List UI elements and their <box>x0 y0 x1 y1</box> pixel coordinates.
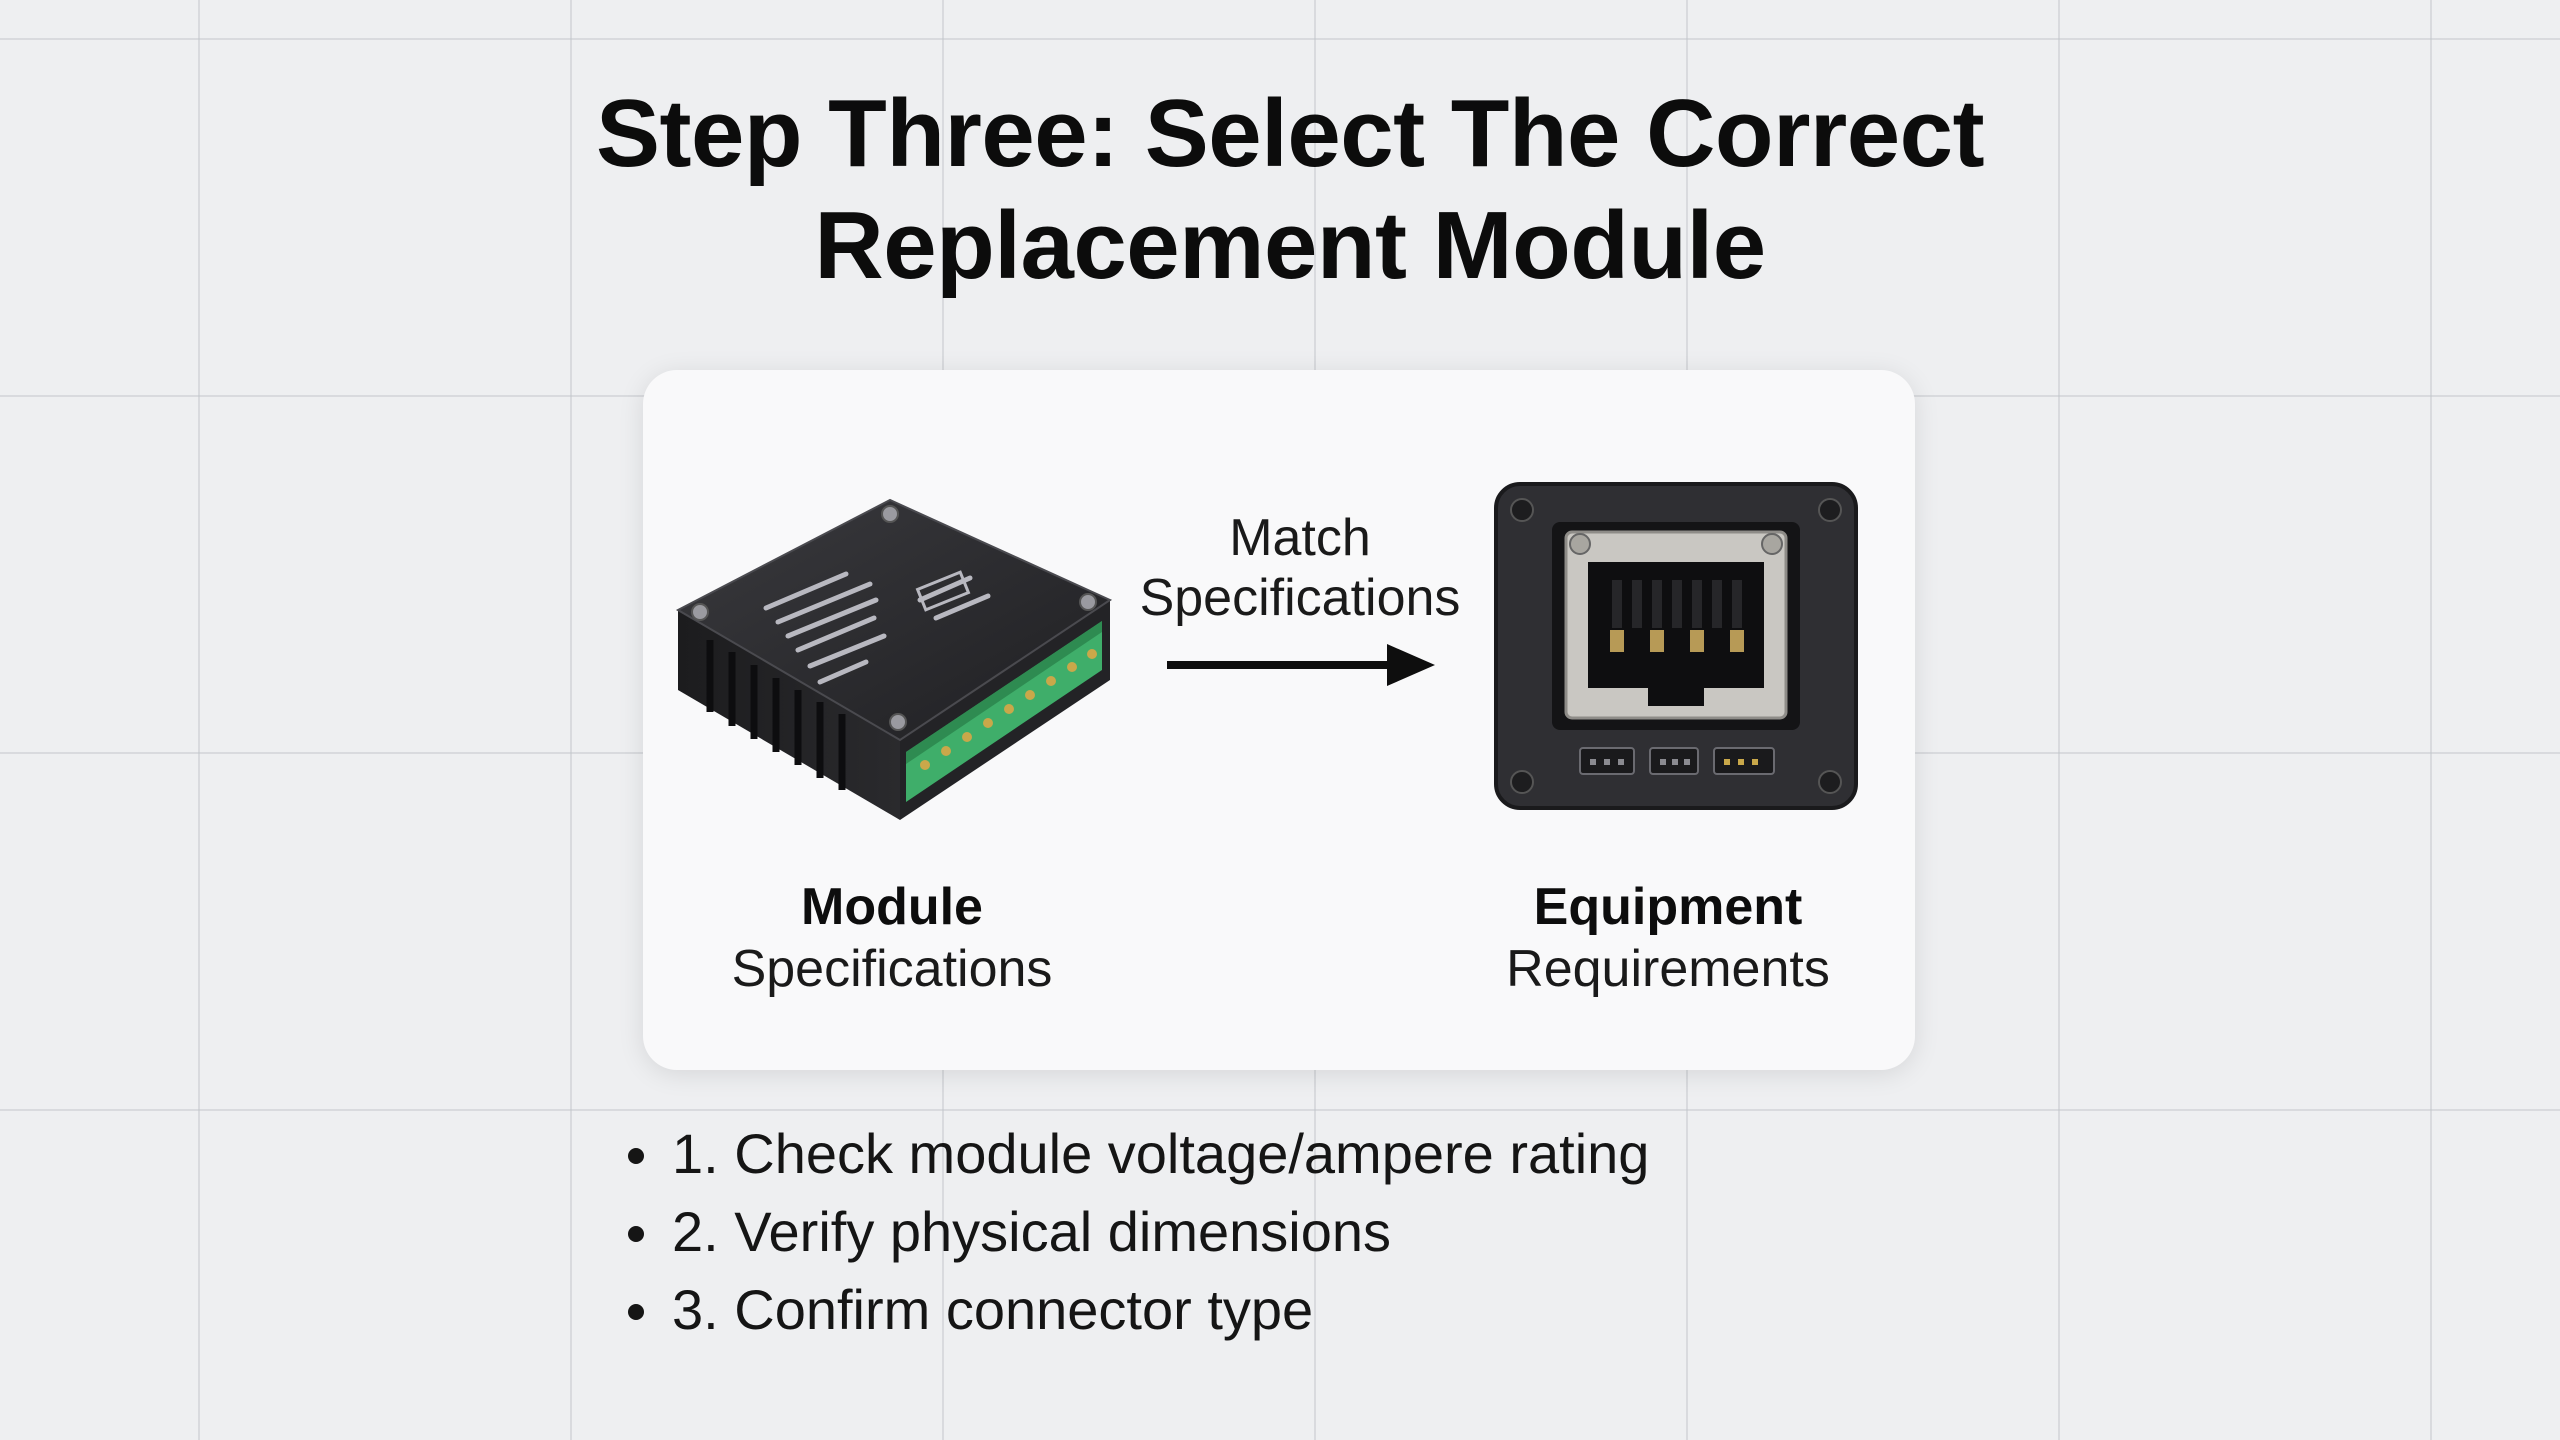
module-caption-regular: Specifications <box>731 940 1053 998</box>
list-item: 2. Verify physical dimensions <box>622 1193 1649 1271</box>
match-line-2: Specifications <box>1139 569 1461 627</box>
list-item: 3. Confirm connector type <box>622 1271 1649 1349</box>
equipment-requirements-caption: Equipment Requirements <box>1408 876 1928 1000</box>
arrow-right-icon <box>1167 644 1435 686</box>
bullet-icon <box>628 1148 644 1164</box>
power-module-icon <box>675 498 1113 820</box>
equipment-caption-regular: Requirements <box>1506 940 1830 998</box>
checklist-item-text: 1. Check module voltage/ampere rating <box>672 1122 1650 1185</box>
title-line-1: Step Three: Select The Correct <box>595 80 1985 187</box>
page-title: Step Three: Select The Correct Replaceme… <box>380 78 2200 302</box>
bullet-icon <box>628 1304 644 1320</box>
equipment-caption-bold: Equipment <box>1533 878 1803 936</box>
bullet-icon <box>628 1226 644 1242</box>
list-item: 1. Check module voltage/ampere rating <box>622 1115 1649 1193</box>
checklist-item-text: 2. Verify physical dimensions <box>672 1200 1392 1263</box>
module-caption-bold: Module <box>801 878 983 936</box>
module-specifications-caption: Module Specifications <box>632 876 1152 1000</box>
match-specifications-label: Match Specifications <box>1110 508 1490 628</box>
checklist: 1. Check module voltage/ampere rating 2.… <box>622 1115 1649 1349</box>
title-line-2: Replacement Module <box>814 192 1766 299</box>
match-line-1: Match <box>1229 509 1371 567</box>
ethernet-port-icon <box>1494 482 1858 810</box>
checklist-item-text: 3. Confirm connector type <box>672 1278 1314 1341</box>
